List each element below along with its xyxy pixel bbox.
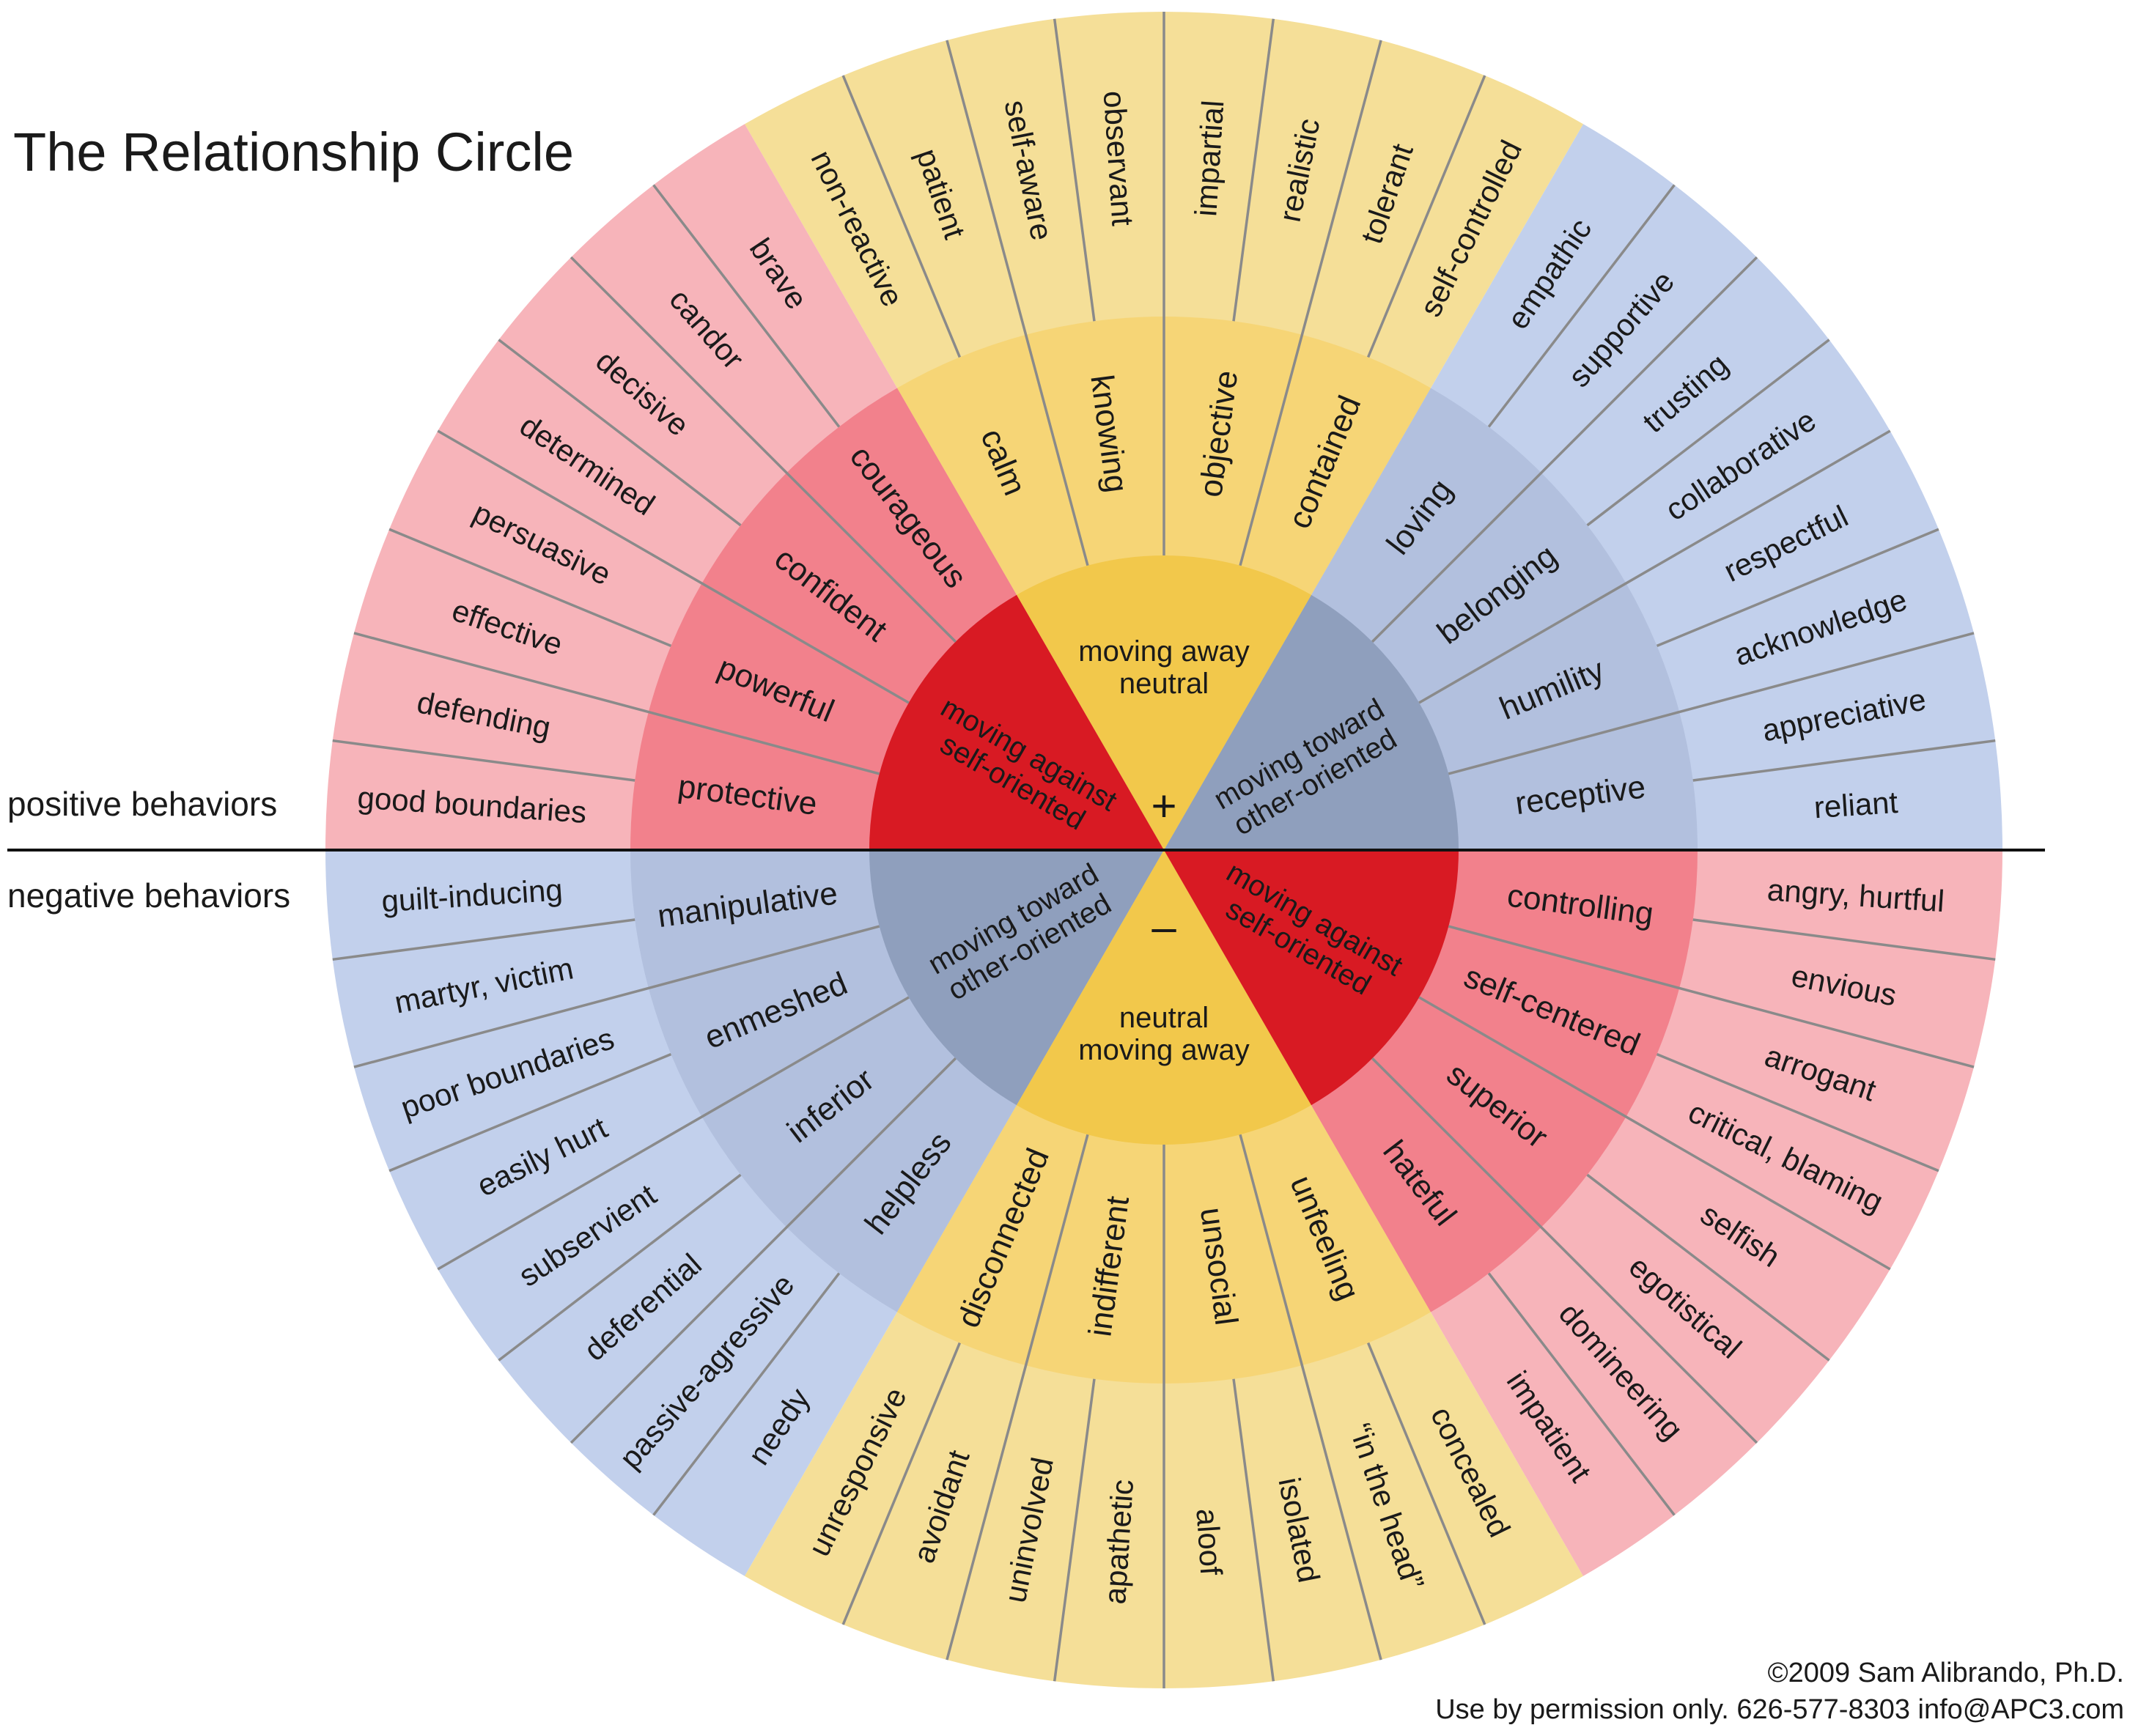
radial-divider [1448,925,1975,1068]
radial-divider [652,1272,841,1516]
radial-divider [1692,918,1996,961]
radial-divider [388,528,672,648]
radial-divider [353,632,880,775]
center-circle [869,555,1459,1145]
center-sector-negative-blue [869,850,1164,1106]
outer-label-positive-blue: reliant [1813,785,1899,824]
radial-divider [841,75,962,358]
center-sector-positive-yellow [1017,555,1311,850]
radial-divider [1053,18,1096,322]
radial-divider [1448,632,1975,775]
radial-divider [1656,528,1939,648]
radial-divider [1692,739,1996,782]
radial-divider [1487,184,1676,428]
radial-divider [437,429,910,704]
radial-divider [946,1134,1089,1661]
radial-divider [437,996,910,1271]
radial-divider [652,184,841,428]
radial-divider [570,1057,957,1444]
center-sector-positive-red [869,594,1164,850]
positive-behaviors-label: positive behaviors [7,785,278,823]
radial-divider [498,1173,742,1362]
radial-divider [1586,1173,1830,1362]
radial-divider [946,40,1089,566]
radial-divider [1366,1342,1486,1625]
radial-divider [353,925,880,1068]
radial-divider [332,739,635,782]
radial-divider [570,256,957,643]
divider-lines [332,12,1996,1688]
radial-divider [332,918,635,961]
radial-divider [1418,429,1891,704]
radial-divider [1366,75,1486,358]
center-sector-negative-red [1164,850,1459,1106]
radial-divider [388,1052,672,1172]
plus-symbol: + [1151,782,1176,831]
radial-divider [1418,996,1891,1271]
permission-line: Use by permission only. 626-577-8303 inf… [1435,1694,2124,1725]
radial-divider [1239,40,1382,566]
radial-divider [1371,1057,1758,1444]
radial-divider [1371,256,1758,643]
center-sector-positive-blue [1164,594,1459,850]
radial-divider [498,339,742,527]
negative-behaviors-label: negative behaviors [7,876,291,915]
radial-divider [841,1342,962,1625]
radial-divider [1586,339,1830,527]
radial-divider [1232,18,1275,322]
center-sector-negative-yellow [1017,850,1311,1145]
outer-label-negative-yellow: aloof [1190,1507,1228,1576]
minus-symbol: – [1151,903,1176,952]
radial-divider [1053,1378,1096,1682]
radial-divider [1232,1378,1275,1682]
positive-negative-divider [7,849,2045,852]
radial-divider [1487,1272,1676,1516]
radial-divider [1656,1052,1939,1172]
radial-divider [1239,1134,1382,1661]
copyright-line: ©2009 Sam Alibrando, Ph.D. [1767,1658,2124,1688]
page-title: The Relationship Circle [13,122,575,182]
outer-label-negative-yellow: apathetic [1097,1478,1140,1605]
outer-label-positive-yellow: impartial [1188,99,1230,217]
